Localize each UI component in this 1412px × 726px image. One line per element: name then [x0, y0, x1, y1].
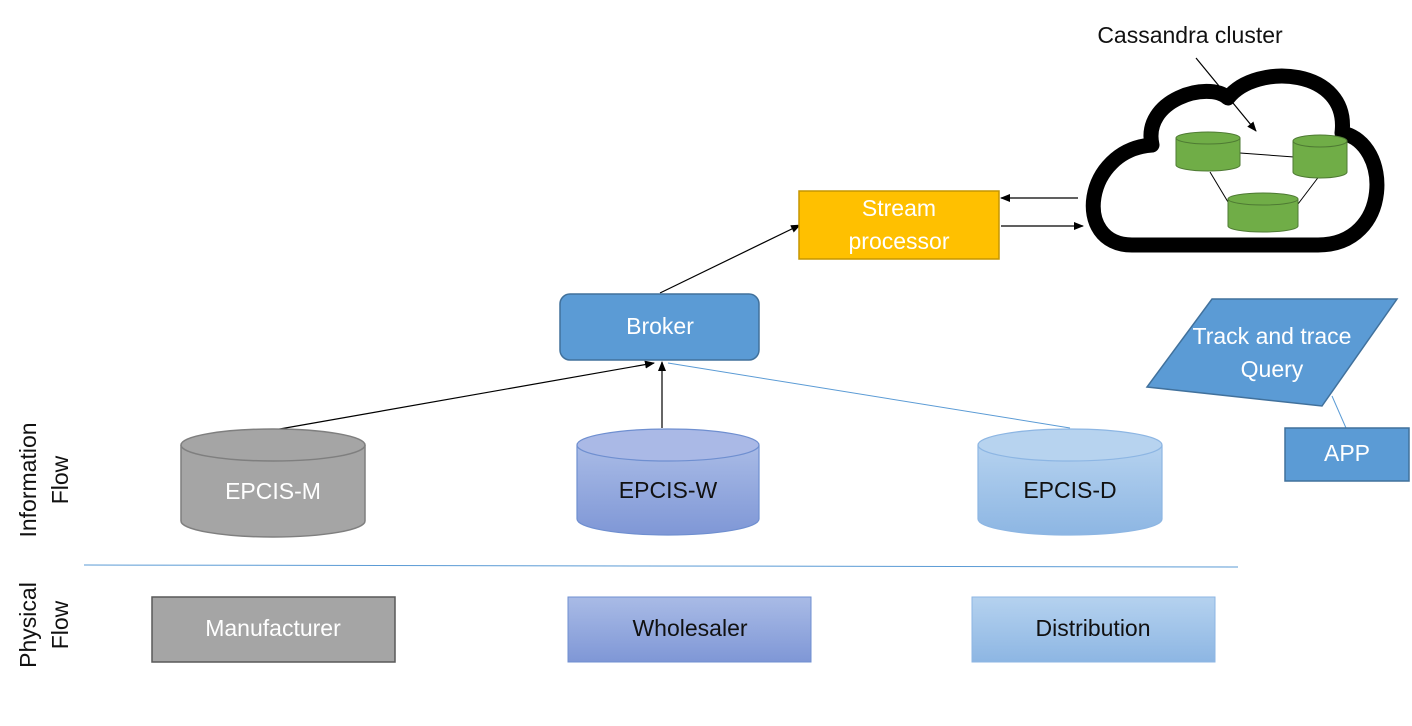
track-and-trace-query: Track and trace Query — [1145, 298, 1399, 407]
arrow-epcis-m-to-broker — [273, 360, 655, 431]
epcis-d-database: EPCIS-D — [977, 428, 1163, 536]
cassandra-cloud: Cassandra cluster — [1085, 22, 1385, 253]
wholesaler-box: Wholesaler — [567, 596, 812, 663]
broker-label: Broker — [626, 313, 694, 339]
cassandra-cluster-label: Cassandra cluster — [1097, 22, 1283, 48]
manufacturer-label: Manufacturer — [205, 615, 341, 641]
information-flow-label: Information Flow — [15, 422, 73, 537]
flow-separator — [83, 564, 1239, 568]
app-label: APP — [1324, 440, 1370, 466]
arrow-broker-to-stream — [659, 224, 801, 294]
epcis-m-database: EPCIS-M — [180, 428, 366, 538]
node-link-2-3 — [1297, 174, 1321, 205]
information-flow-line1: Information — [15, 422, 41, 537]
line-query-to-app — [1331, 395, 1347, 429]
physical-flow-label: Physical Flow — [15, 582, 73, 668]
physical-flow-line1: Physical — [15, 582, 41, 668]
stream-processor-box: Stream processor — [798, 190, 1000, 260]
cassandra-node-2 — [1292, 134, 1348, 179]
physical-flow-line2: Flow — [47, 600, 73, 649]
epcis-d-label: EPCIS-D — [1023, 477, 1116, 503]
query-line1: Track and trace — [1193, 323, 1352, 349]
node-link-1-2 — [1239, 152, 1295, 158]
manufacturer-box: Manufacturer — [151, 596, 396, 663]
node-link-1-3 — [1209, 171, 1229, 203]
cassandra-label-pointer — [1195, 57, 1257, 132]
epcis-w-label: EPCIS-W — [619, 477, 718, 503]
information-flow-line2: Flow — [47, 455, 73, 504]
stream-processor-line2: processor — [849, 228, 950, 254]
broker-box: Broker — [559, 293, 760, 361]
wholesaler-label: Wholesaler — [632, 615, 747, 641]
cassandra-node-3 — [1227, 192, 1299, 233]
app-box: APP — [1284, 427, 1410, 482]
distribution-box: Distribution — [971, 596, 1216, 663]
cassandra-node-1 — [1175, 131, 1241, 172]
epcis-w-database: EPCIS-W — [576, 428, 760, 536]
stream-processor-line1: Stream — [862, 195, 936, 221]
query-line2: Query — [1241, 356, 1304, 382]
distribution-label: Distribution — [1035, 615, 1150, 641]
epcis-m-label: EPCIS-M — [225, 478, 321, 504]
line-epcis-d-to-broker — [667, 362, 1071, 429]
